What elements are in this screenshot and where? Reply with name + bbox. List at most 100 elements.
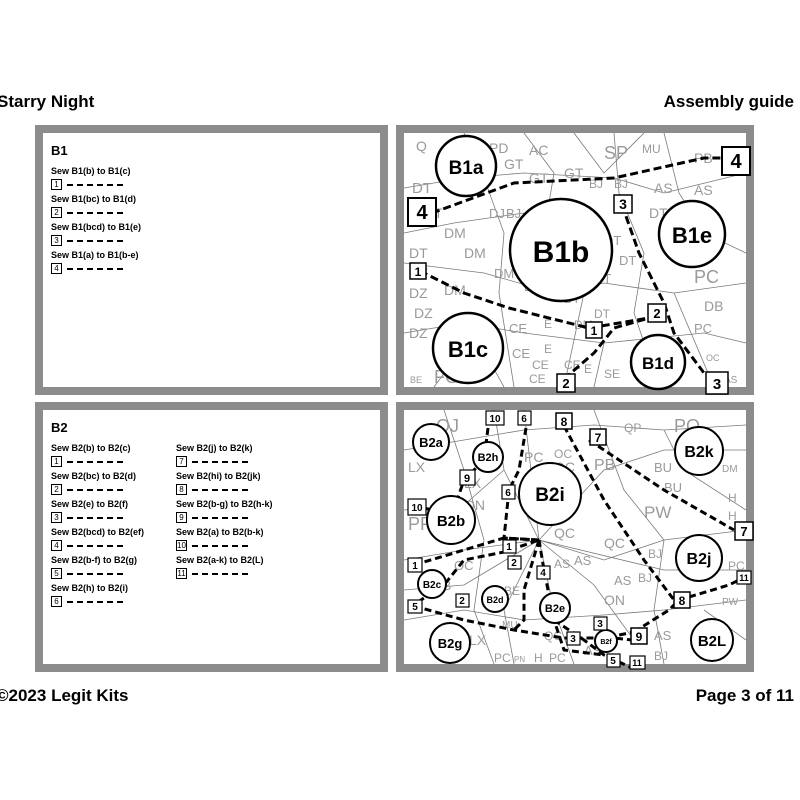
b1-panel-title: B1 [51,143,68,158]
step-number: 6 [51,596,62,607]
svg-text:PC: PC [494,651,511,665]
step-label: Sew B2(e) to B2(f) [51,499,129,509]
copyright: ©2023 Legit Kits [0,686,129,705]
step-marker: 2 [459,596,465,607]
svg-text:CE: CE [509,321,527,336]
b2-step: Sew B2(bcd) to B2(ef)4 [51,527,176,551]
svg-text:QC: QC [554,525,575,541]
svg-text:E: E [544,317,552,331]
b1-diagram-panel: Q PD GT AC SP MU PB DT GT GT BJ BJ DT AS… [396,125,754,395]
b2-step: Sew B2(a-k) to B2(L)11 [176,555,301,579]
svg-text:SE: SE [604,367,620,381]
step-marker: 1 [415,265,422,279]
step-marker: 6 [505,488,511,499]
b1-step-list: Sew B1(b) to B1(c) 1 Sew B1(bc) to B1(d)… [51,166,380,274]
seam-dash-icon [192,572,248,575]
step-label: Sew B1(b) to B1(c) [51,166,131,176]
step-marker: 9 [636,630,643,644]
step-marker: 5 [610,656,616,667]
svg-text:QP: QP [624,421,641,435]
svg-text:H: H [728,491,737,505]
step-number: 7 [176,456,187,467]
step-marker: 8 [561,415,568,429]
step-marker: 8 [679,594,686,608]
piece-label-b2L: B2L [698,633,726,650]
seam-dash-icon [67,572,123,575]
seam-dash-icon [67,600,123,603]
svg-text:PP: PP [408,514,432,534]
svg-text:PC: PC [694,321,712,336]
step-marker: 3 [619,196,627,212]
piece-circle-b2a [412,423,450,461]
step-marker: 3 [570,634,576,645]
b2-step-column-left: Sew B2(b) to B2(c) 1 Sew B2(bc) to B2(d)2… [51,443,176,611]
svg-text:AC: AC [529,142,548,158]
svg-text:MU: MU [642,142,661,156]
svg-text:ON: ON [604,592,625,608]
page-number: Page 3 of 11 [695,686,794,705]
step-number: 1 [51,456,62,467]
piece-label-b2f: B2f [600,639,612,646]
svg-text:BE: BE [410,375,422,385]
svg-text:PC: PC [728,559,745,573]
piece-circle-b1a [434,134,498,198]
b1-step: Sew B1(b) to B1(c) 1 [51,166,380,190]
piece-circle-b1c [431,311,505,385]
piece-circle-b2k [674,426,724,476]
seam-dash-icon [192,516,248,519]
svg-text:H: H [728,509,737,523]
svg-text:DZ: DZ [414,305,433,321]
svg-text:H: H [534,651,543,665]
step-marker: 4 [416,202,428,224]
svg-text:PW: PW [722,597,739,608]
b1-step-markers: 4 4 3 1 2 1 2 3 [407,146,751,395]
piece-label-b2j: B2j [687,551,712,568]
svg-text:PW: PW [644,503,671,522]
svg-text:PN: PN [514,655,525,664]
piece-circle-b2g [429,622,471,664]
step-label: Sew B2(b) to B2(c) [51,443,131,453]
step-marker: 1 [412,561,418,572]
step-number: 4 [51,263,62,274]
b1-step: Sew B1(bcd) to B1(e) 3 [51,222,380,246]
seam-dash-icon [192,460,248,463]
piece-label-b2b: B2b [437,513,465,530]
piece-label-b2d: B2d [486,595,503,605]
piece-circle-b2i [518,462,582,526]
seam-dash-icon [67,211,123,214]
svg-text:SP: SP [604,143,628,163]
step-label: Sew B2(h) to B2(i) [51,583,129,593]
step-label: Sew B2(b-f) to B2(g) [51,555,137,565]
step-marker: 3 [713,376,721,393]
svg-text:DB: DB [704,298,723,314]
step-number: 11 [176,568,187,579]
b2-step: Sew B2(b-f) to B2(g)5 [51,555,176,579]
piece-label-b2e: B2e [545,603,565,615]
b2-step: Sew B2(bc) to B2(d)2 [51,471,176,495]
svg-text:MU: MU [502,620,518,631]
step-label: Sew B1(bc) to B1(d) [51,194,137,204]
seam-dash-icon [67,239,123,242]
b2-step: Sew B2(b-g) to B2(h-k)9 [176,499,301,523]
svg-text:DZ: DZ [409,285,428,301]
b1-step: Sew B1(a) to B1(b-e) 4 [51,250,380,274]
svg-text:DT: DT [594,307,611,321]
step-label: Sew B2(a) to B2(b-k) [176,527,264,537]
step-label: Sew B2(j) to B2(k) [176,443,253,453]
svg-text:DT: DT [412,180,432,197]
piece-label-b1e: B1e [672,223,712,248]
step-number: 9 [176,512,187,523]
b2-diagram-panel: QJ PQ LX LX PC OC QC PB QP BU BU DM H H … [396,402,754,672]
svg-text:DZ: DZ [409,325,428,341]
svg-text:PC: PC [694,267,719,287]
piece-label-b2g: B2g [438,636,463,651]
piece-circle-b2c [417,569,447,599]
piece-circle-b1b [508,197,614,303]
seam-dash-icon [192,544,248,547]
piece-label-b1b: B1b [533,236,590,269]
step-marker: 9 [464,473,470,485]
svg-text:BJ: BJ [648,547,662,561]
step-label: Sew B2(bc) to B2(d) [51,471,137,481]
piece-circle-b2b [426,495,476,545]
step-marker: 4 [730,151,742,173]
